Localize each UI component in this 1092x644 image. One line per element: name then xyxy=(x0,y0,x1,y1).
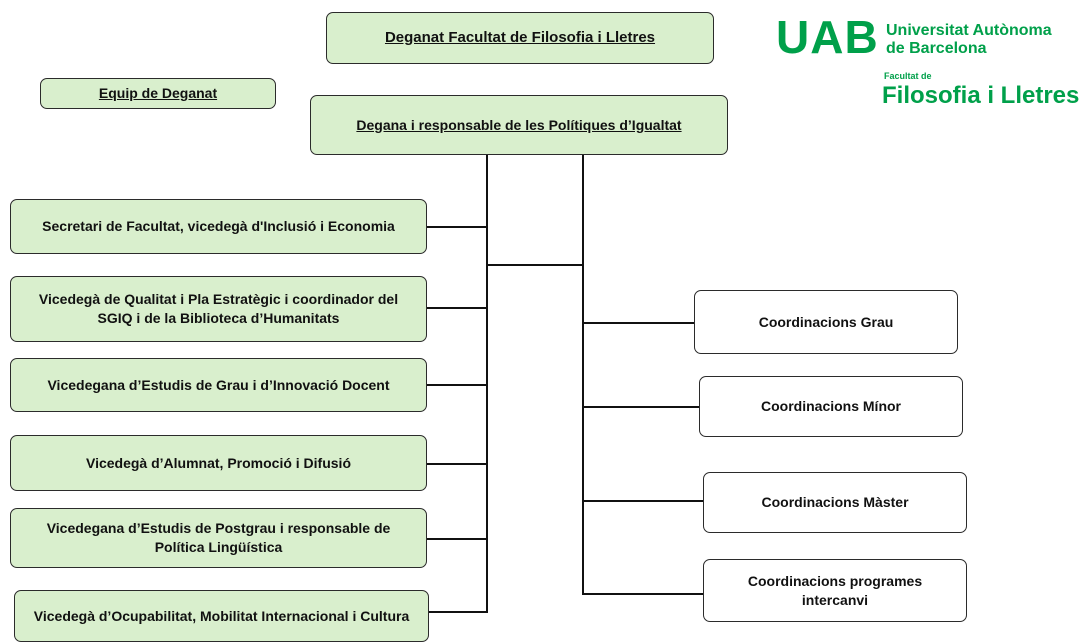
connector xyxy=(582,593,703,595)
faculty-name: Filosofia i Lletres xyxy=(882,82,1080,109)
coordination-box: Coordinacions Mínor xyxy=(699,376,963,437)
org-title: Deganat Facultat de Filosofia i Lletres xyxy=(326,12,714,64)
connector xyxy=(486,155,488,612)
uab-acronym: UAB xyxy=(776,11,879,63)
coordination-box: Coordinacions programes intercanvi xyxy=(703,559,967,622)
uab-name-line2: de Barcelona xyxy=(886,40,987,57)
faculty-small: Facultat de xyxy=(884,71,932,81)
connector xyxy=(427,307,488,309)
team-label: Equip de Deganat xyxy=(40,78,276,109)
vice-dean-box: Vicedegana d’Estudis de Grau i d’Innovac… xyxy=(10,358,427,412)
dean-box: Degana i responsable de les Polítiques d… xyxy=(310,95,728,155)
vice-dean-box: Secretari de Facultat, vicedegà d'Inclus… xyxy=(10,199,427,254)
connector xyxy=(582,406,699,408)
connector xyxy=(429,611,488,613)
uab-name-line1: Universitat Autònoma xyxy=(886,22,1052,39)
connector xyxy=(427,463,488,465)
coordination-box: Coordinacions Màster xyxy=(703,472,967,533)
connector xyxy=(486,264,584,266)
vice-dean-box: Vicedegà d’Ocupabilitat, Mobilitat Inter… xyxy=(14,590,429,642)
connector xyxy=(582,322,694,324)
vice-dean-box: Vicedegà d’Alumnat, Promoció i Difusió xyxy=(10,435,427,491)
connector xyxy=(427,226,488,228)
vice-dean-box: Vicedegana d’Estudis de Postgrau i respo… xyxy=(10,508,427,568)
vice-dean-box: Vicedegà de Qualitat i Pla Estratègic i … xyxy=(10,276,427,342)
connector xyxy=(582,155,584,595)
connector xyxy=(427,538,488,540)
connector xyxy=(427,384,488,386)
connector xyxy=(582,500,703,502)
coordination-box: Coordinacions Grau xyxy=(694,290,958,354)
